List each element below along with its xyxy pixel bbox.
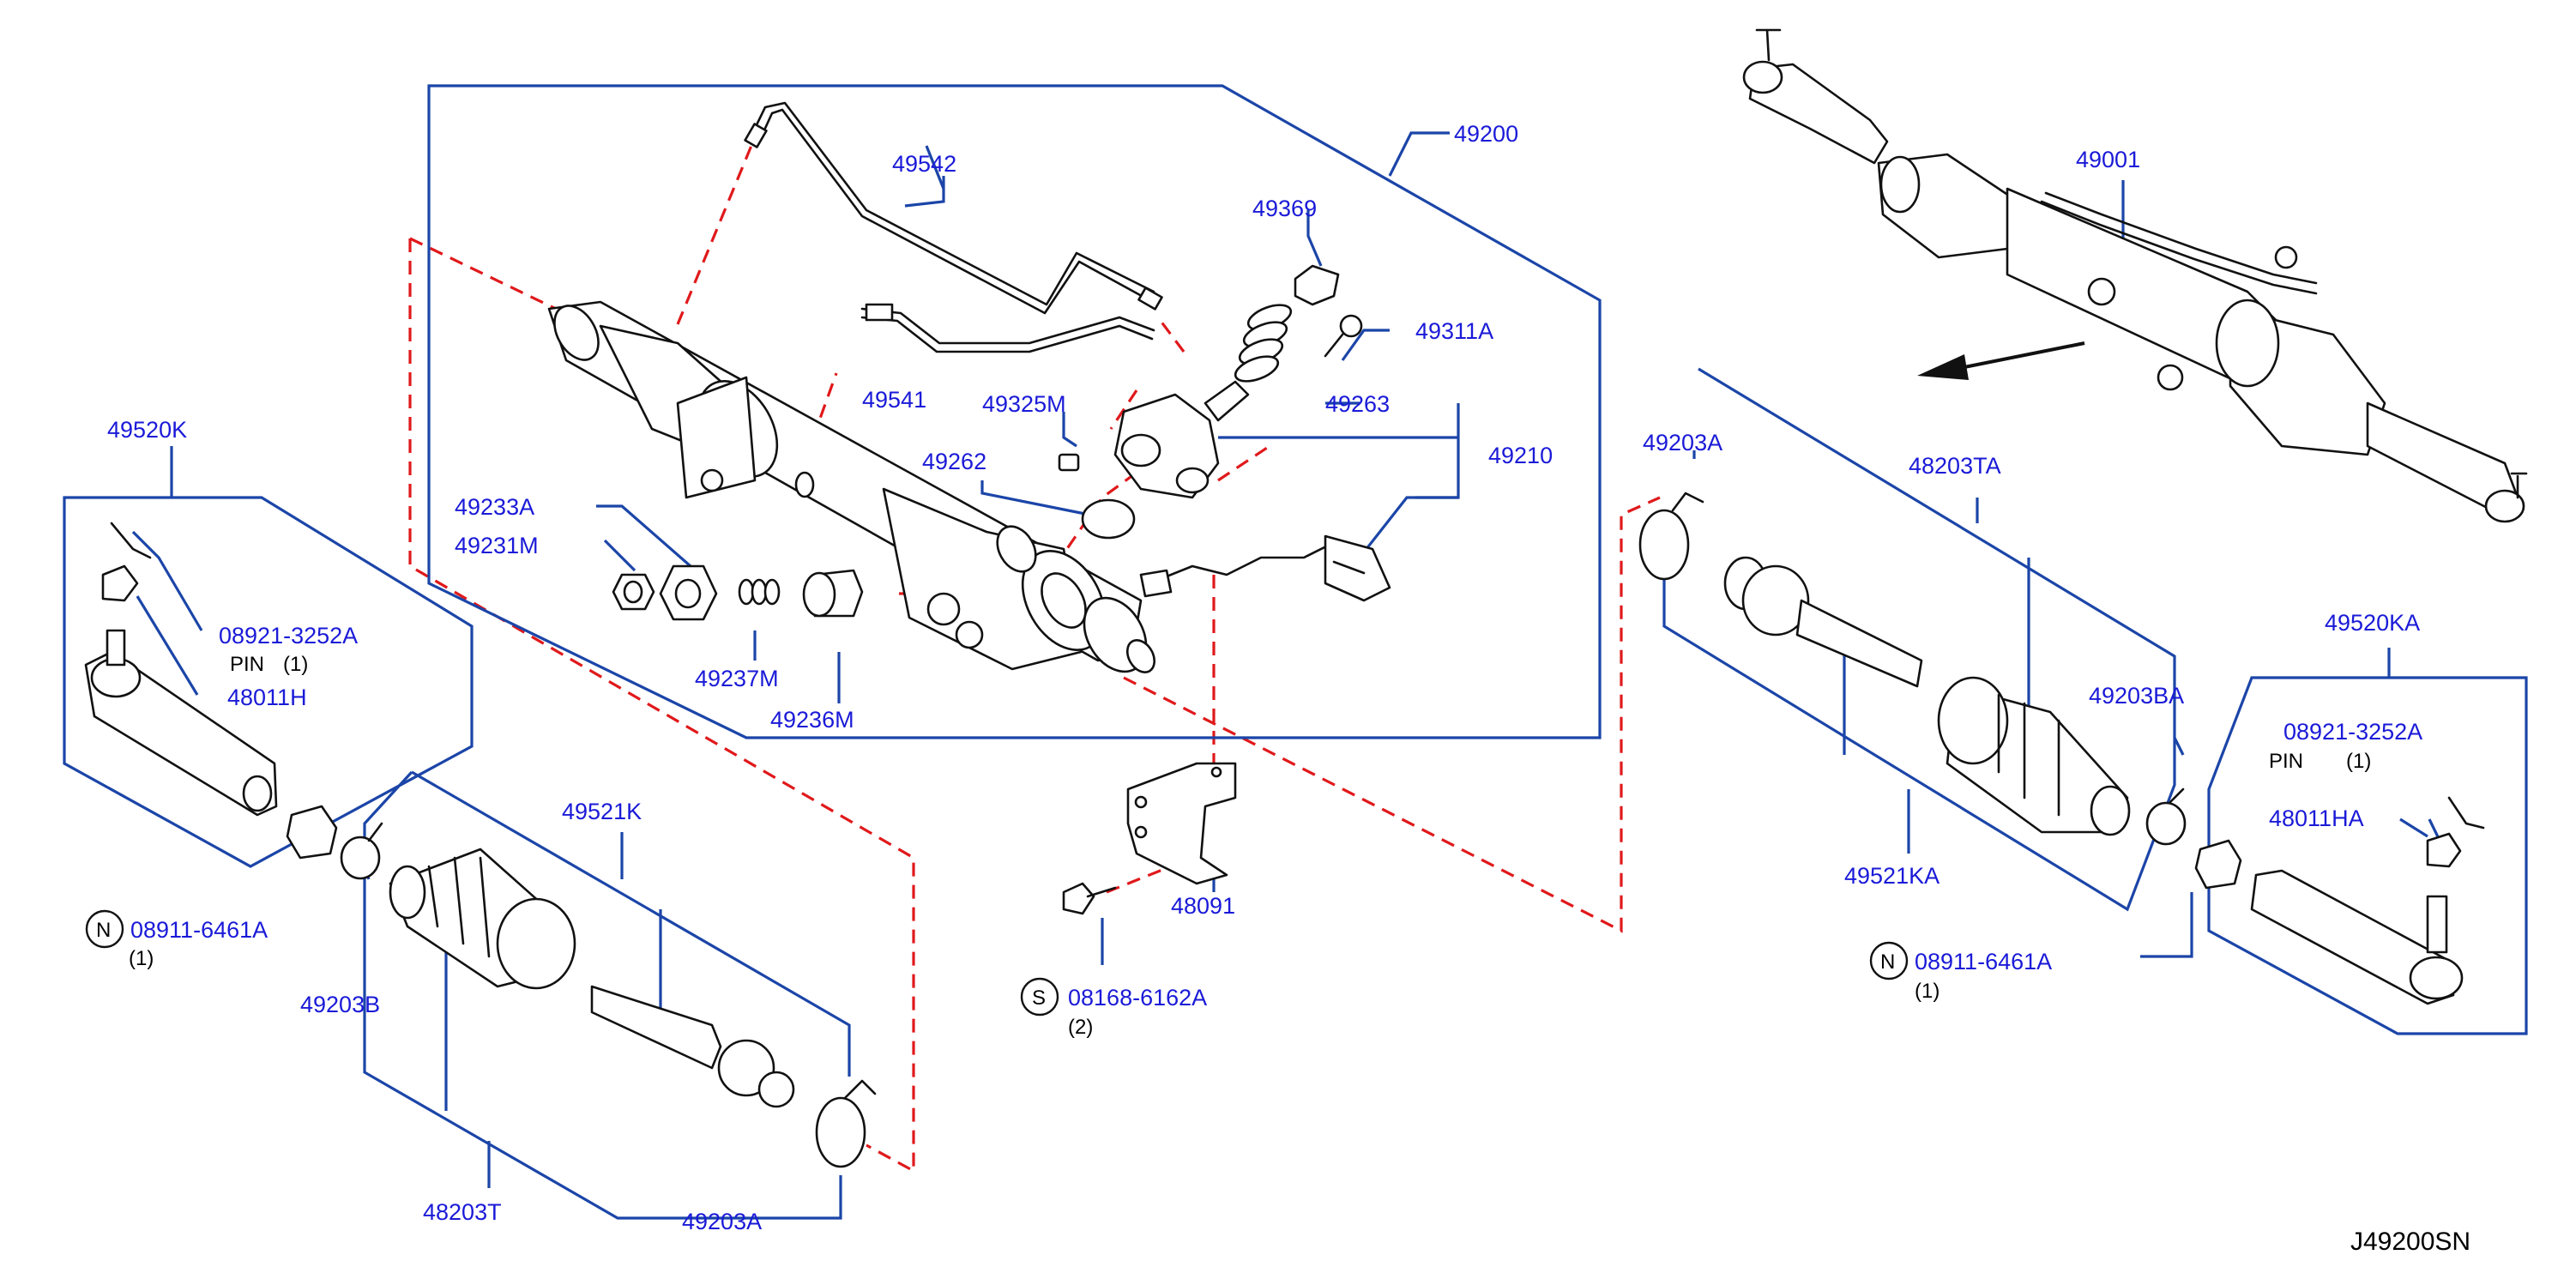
rack-assembly-49001	[1742, 28, 2528, 523]
label-49325M: 49325M	[982, 391, 1066, 417]
label-49542: 49542	[892, 151, 956, 177]
high-pressure-tube-49542	[744, 101, 1163, 315]
pin-qty-right: (1)	[2346, 750, 2371, 773]
bolt-08168	[1062, 882, 1117, 915]
pin-label-left: PIN	[230, 653, 264, 676]
label-49231M: 49231M	[455, 533, 539, 558]
label-08921-left: 08921-3252A	[219, 623, 358, 649]
arrow-left-icon	[1917, 341, 2085, 380]
tie-rod-end-right	[2250, 796, 2485, 1005]
label-49237M: 49237M	[695, 666, 779, 691]
pin-qty-left: (1)	[283, 653, 308, 676]
qty-08911-right: (1)	[1915, 980, 1940, 1003]
diagram-code: J49200SN	[2350, 1228, 2470, 1256]
nut-08911-left	[286, 805, 338, 860]
adjuster-parts	[612, 564, 864, 621]
label-49203BA: 49203BA	[2089, 683, 2184, 709]
low-pressure-tube-49541	[860, 303, 1155, 353]
label-49520K: 49520K	[107, 417, 187, 443]
clip-49203A-bottom	[815, 1079, 877, 1168]
label-49233A: 49233A	[455, 494, 534, 520]
label-48203TA: 48203TA	[1909, 453, 2001, 479]
o-ring-49262	[1081, 498, 1136, 540]
circle-S: S	[1032, 986, 1046, 1010]
label-49263: 49263	[1325, 391, 1390, 417]
label-49521K: 49521K	[562, 799, 642, 824]
steering-gear-housing	[547, 300, 1156, 673]
label-49311A: 49311A	[1415, 318, 1493, 344]
inner-tie-rod-48203TA	[1723, 556, 1923, 688]
part-labels: 49200 49542 49369 49311A 49541 49325M 49…	[85, 121, 2470, 1256]
label-49203A-bottom: 49203A	[682, 1209, 762, 1234]
boot-49521K	[389, 848, 576, 990]
label-49203A-right: 49203A	[1643, 430, 1722, 456]
label-49200: 49200	[1454, 121, 1518, 147]
bracket-48091	[1126, 762, 1237, 885]
label-48091: 48091	[1171, 893, 1235, 919]
spring-49237M	[738, 578, 755, 606]
valve-assembly-49210	[1058, 380, 1391, 602]
qty-08168: (2)	[1068, 1016, 1093, 1039]
clip-49203BA	[2145, 787, 2187, 846]
label-49001: 49001	[2076, 147, 2140, 172]
label-08921-right: 08921-3252A	[2283, 719, 2422, 745]
nut-08911-right	[2194, 839, 2242, 890]
circled-letter-icon: N	[1869, 941, 1909, 980]
label-49203B: 49203B	[300, 992, 380, 1017]
cap-49369	[1294, 264, 1340, 306]
inner-tie-rod-48203T	[590, 985, 795, 1108]
label-08911-left: 08911-6461A	[130, 917, 268, 943]
label-48011H: 48011H	[227, 685, 307, 710]
circled-letter-icon: N	[85, 909, 124, 949]
label-49369: 49369	[1252, 196, 1317, 221]
label-49520KA: 49520KA	[2325, 610, 2420, 636]
qty-08911-left: (1)	[129, 947, 154, 970]
label-48203T: 48203T	[423, 1199, 502, 1225]
label-08911-right: 08911-6461A	[1915, 949, 2052, 974]
label-08168: 08168-6162A	[1068, 985, 1207, 1011]
label-49210: 49210	[1488, 443, 1553, 468]
pin-label-right: PIN	[2269, 750, 2303, 773]
clip-49203B	[340, 822, 383, 880]
label-48011HA: 48011HA	[2269, 805, 2364, 831]
clip-49203A-right	[1638, 492, 1704, 581]
bolt-49311A	[1324, 314, 1363, 358]
circled-letter-icon: S	[1020, 977, 1059, 1017]
circle-N-left: N	[96, 919, 111, 942]
boot-49521KA	[1937, 676, 2131, 836]
tie-rod-end-left	[84, 522, 278, 817]
label-49236M: 49236M	[770, 707, 854, 733]
label-49521KA: 49521KA	[1844, 863, 1940, 889]
spring-49263	[1234, 304, 1293, 383]
label-49541: 49541	[862, 387, 926, 413]
label-49262: 49262	[922, 449, 986, 474]
circle-N-right: N	[1880, 950, 1895, 974]
